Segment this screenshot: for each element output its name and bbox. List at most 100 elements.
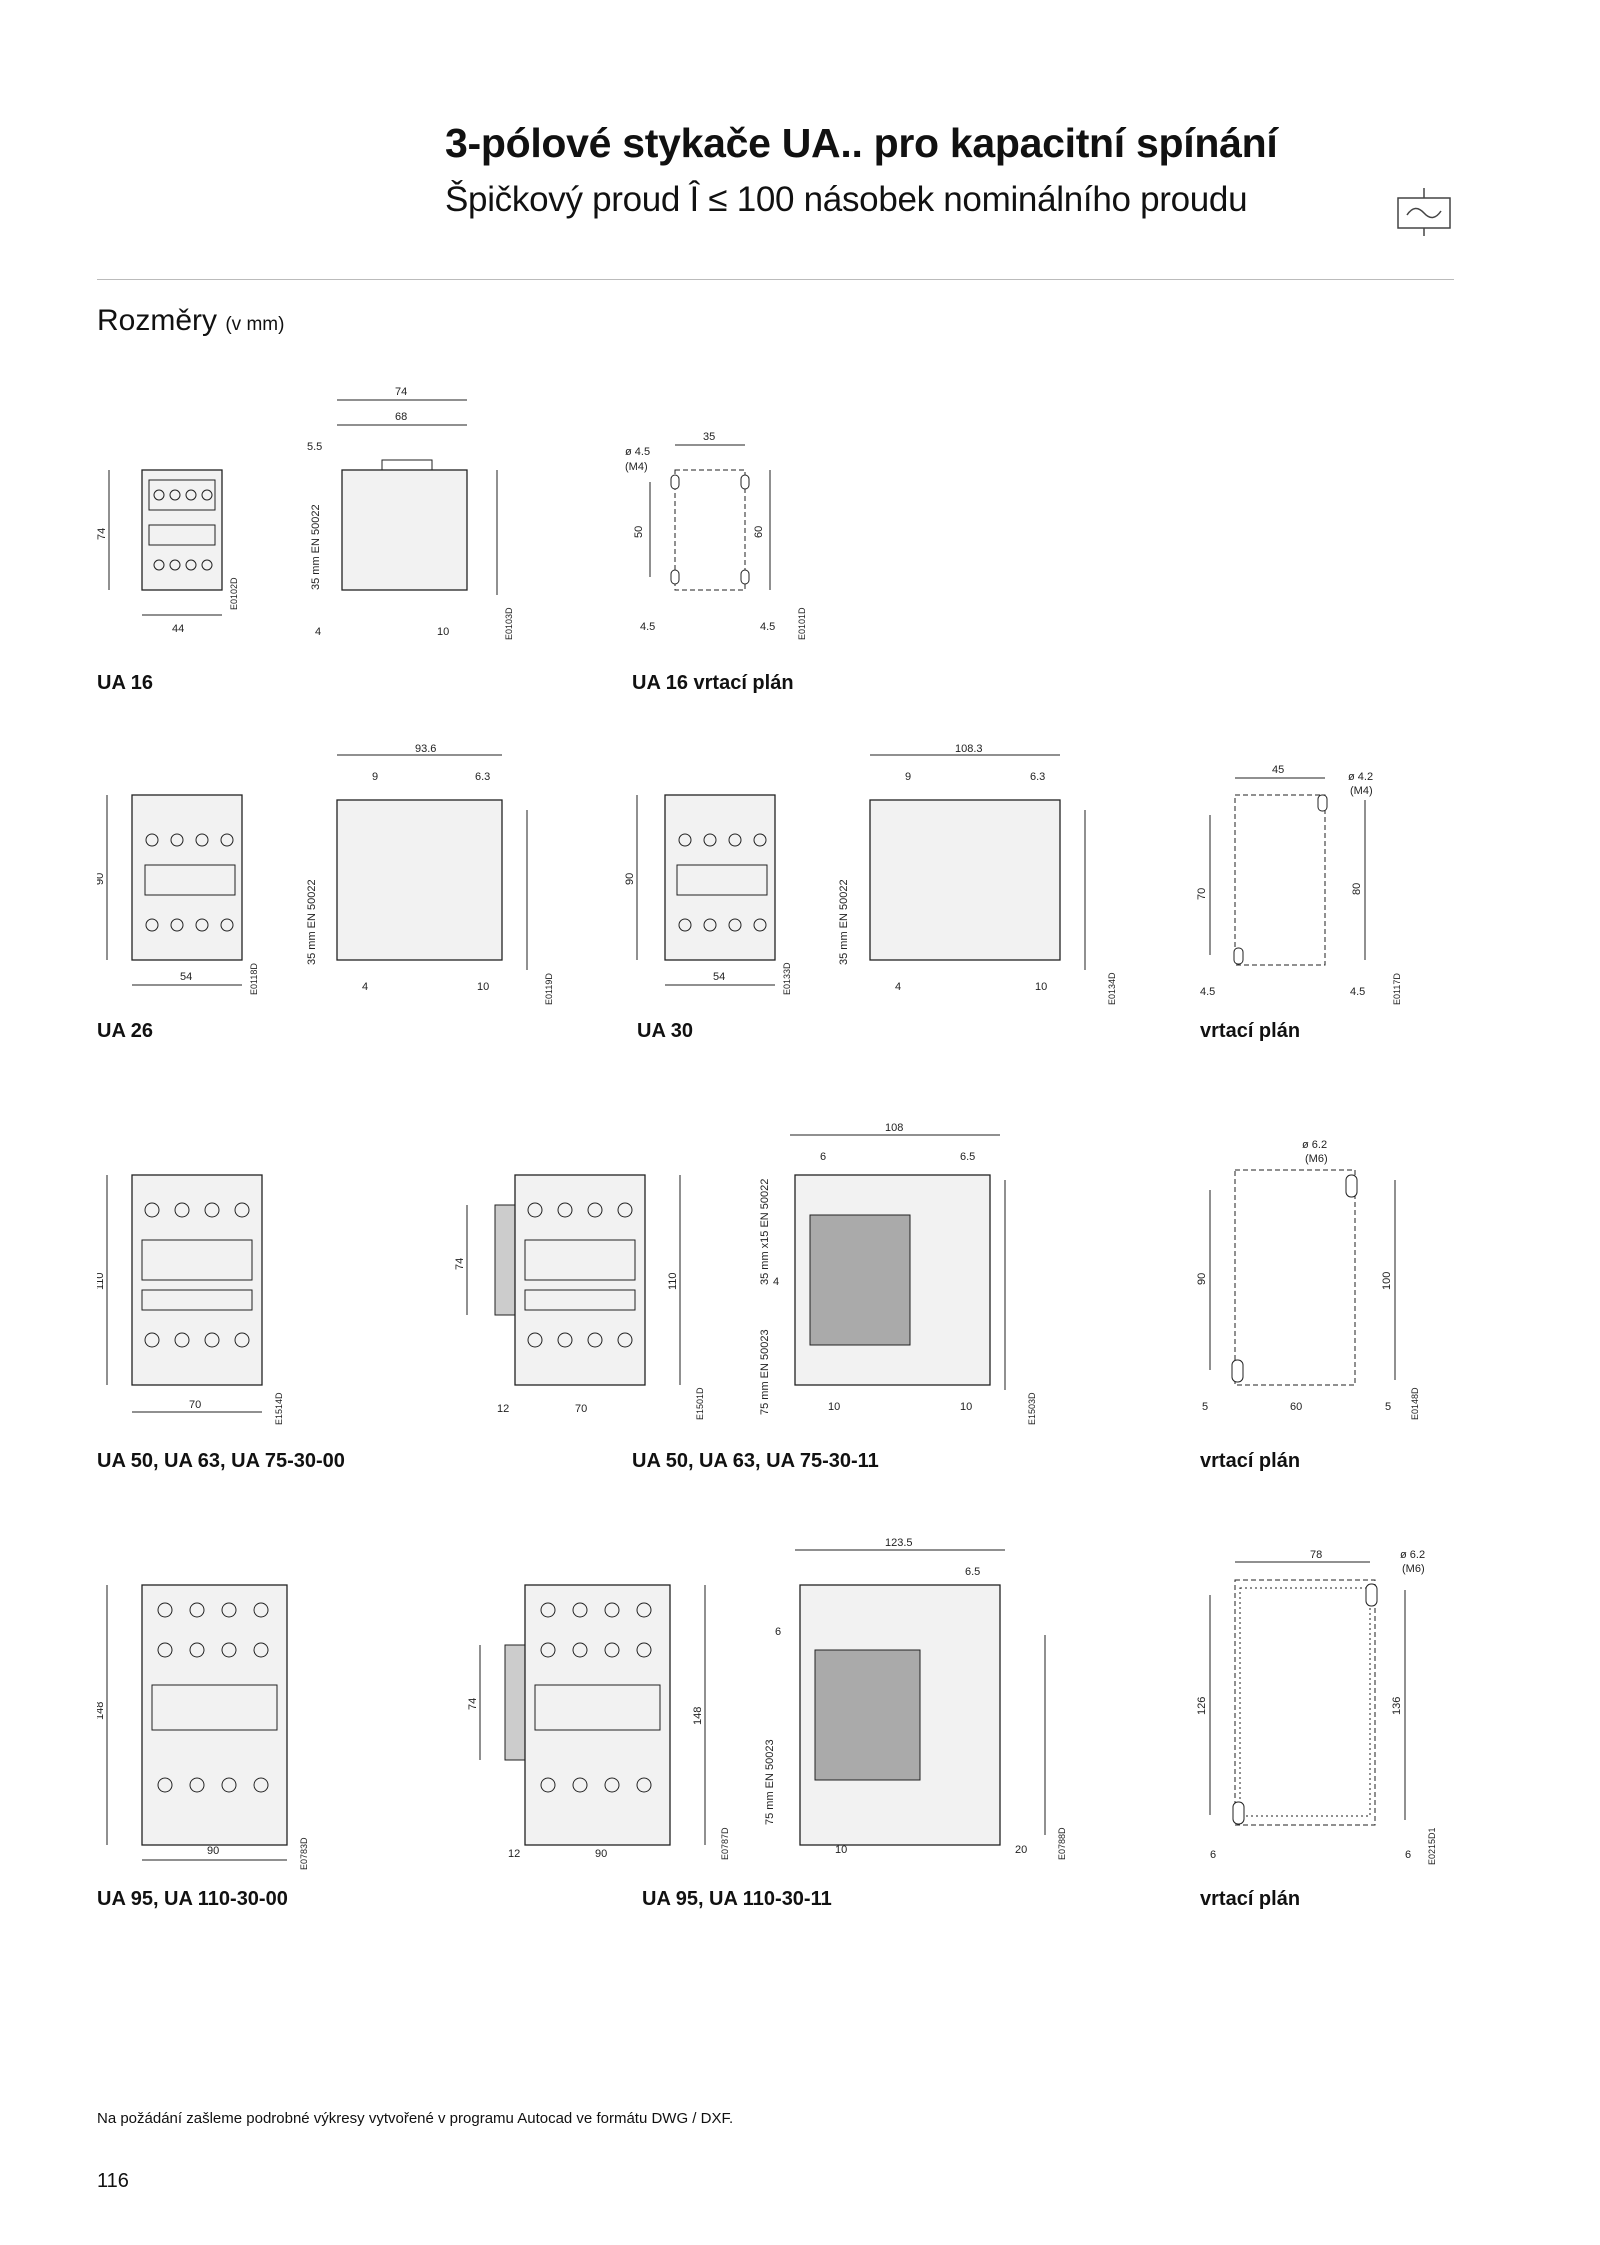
- svg-text:4.5: 4.5: [1350, 986, 1365, 998]
- svg-text:5: 5: [1385, 1401, 1391, 1413]
- figure-drill-plan-4: 78 ø 6.2 (M6) 126 136 6 6 E0215D1: [1190, 1540, 1440, 1870]
- svg-text:E0787D: E0787D: [720, 1827, 730, 1860]
- footnote: Na požádání zašleme podrobné výkresy vyt…: [97, 2110, 734, 2127]
- svg-text:ø 6.2: ø 6.2: [1302, 1139, 1327, 1151]
- svg-text:12: 12: [497, 1403, 509, 1415]
- svg-text:110: 110: [667, 1272, 679, 1290]
- svg-text:136: 136: [1391, 1697, 1403, 1715]
- svg-text:12: 12: [508, 1848, 520, 1860]
- svg-text:74: 74: [395, 386, 407, 398]
- svg-text:54: 54: [713, 971, 725, 983]
- svg-text:123.5: 123.5: [885, 1537, 913, 1549]
- figure-ua95-11: 74 148 12 90 E0787D 123.5 6.5 6 10 20 75…: [460, 1535, 1080, 1875]
- svg-text:35 mm x15 EN 50022: 35 mm x15 EN 50022: [759, 1179, 771, 1285]
- svg-text:10: 10: [828, 1401, 840, 1413]
- svg-text:74: 74: [97, 528, 108, 540]
- svg-text:E0119D: E0119D: [544, 973, 554, 1005]
- svg-text:6: 6: [775, 1626, 781, 1638]
- svg-text:75 mm EN 50023: 75 mm EN 50023: [759, 1329, 771, 1415]
- figure-caption: UA 95, UA 110-30-11: [642, 1888, 832, 1910]
- svg-text:6: 6: [1210, 1849, 1216, 1861]
- svg-text:110: 110: [97, 1272, 106, 1290]
- svg-text:E0788D: E0788D: [1057, 1827, 1067, 1860]
- figure-caption: UA 50, UA 63, UA 75-30-00: [97, 1450, 345, 1472]
- svg-text:35 mm EN 50022: 35 mm EN 50022: [310, 504, 322, 590]
- svg-text:E0118D: E0118D: [249, 963, 259, 995]
- svg-text:E1503D: E1503D: [1027, 1392, 1037, 1425]
- svg-text:E0133D: E0133D: [782, 962, 792, 995]
- svg-text:108.3: 108.3: [955, 743, 983, 755]
- svg-text:(M6): (M6): [1305, 1153, 1328, 1165]
- figure-ua16-drill: 35 ø 4.5 (M4) 50 60 4.5 4.5 E0101D: [620, 420, 820, 650]
- figure-caption: UA 16 vrtací plán: [632, 672, 794, 694]
- svg-text:148: 148: [692, 1707, 704, 1725]
- svg-text:E1514D: E1514D: [274, 1392, 284, 1425]
- svg-text:90: 90: [595, 1848, 607, 1860]
- svg-text:4.5: 4.5: [760, 621, 775, 633]
- svg-text:20: 20: [1015, 1844, 1027, 1856]
- figure-caption: UA 30: [637, 1020, 693, 1042]
- svg-text:(M4): (M4): [625, 461, 648, 473]
- svg-text:35 mm EN 50022: 35 mm EN 50022: [838, 879, 850, 965]
- svg-text:E1501D: E1501D: [695, 1387, 705, 1420]
- svg-text:E0148D: E0148D: [1410, 1387, 1420, 1420]
- svg-text:9: 9: [905, 771, 911, 783]
- figure-drill-plan-3: ø 6.2 (M6) 90 100 5 60 5 E0148D: [1190, 1130, 1430, 1430]
- svg-text:4: 4: [773, 1276, 779, 1288]
- svg-text:5.5: 5.5: [307, 441, 322, 453]
- svg-text:5: 5: [1202, 1401, 1208, 1413]
- svg-text:60: 60: [753, 526, 765, 538]
- svg-text:35 mm EN 50022: 35 mm EN 50022: [306, 879, 318, 965]
- svg-text:(M4): (M4): [1350, 785, 1373, 797]
- svg-text:44: 44: [172, 623, 184, 635]
- svg-text:93.6: 93.6: [415, 743, 436, 755]
- svg-text:90: 90: [97, 873, 106, 885]
- svg-text:80: 80: [1351, 883, 1363, 895]
- svg-text:6: 6: [1405, 1849, 1411, 1861]
- svg-text:10: 10: [835, 1844, 847, 1856]
- svg-text:ø 4.5: ø 4.5: [625, 446, 650, 458]
- svg-text:70: 70: [1196, 888, 1208, 900]
- svg-text:9: 9: [372, 771, 378, 783]
- svg-text:60: 60: [1290, 1401, 1302, 1413]
- figure-caption: vrtací plán: [1200, 1888, 1301, 1910]
- svg-text:4: 4: [895, 981, 901, 993]
- svg-text:E0101D: E0101D: [797, 607, 807, 640]
- svg-text:35: 35: [703, 431, 715, 443]
- figure-ua95-00: 148 90 E0783D: [97, 1570, 327, 1880]
- header-divider: [97, 279, 1454, 280]
- svg-text:ø 4.2: ø 4.2: [1348, 771, 1373, 783]
- svg-text:100: 100: [1381, 1272, 1393, 1290]
- svg-text:E0134D: E0134D: [1107, 972, 1117, 1005]
- capacitor-ac-icon: [1395, 188, 1455, 241]
- svg-text:126: 126: [1196, 1697, 1208, 1715]
- svg-text:50: 50: [633, 526, 645, 538]
- svg-text:108: 108: [885, 1122, 903, 1134]
- svg-text:10: 10: [960, 1401, 972, 1413]
- svg-text:E0215D1: E0215D1: [1427, 1827, 1437, 1865]
- svg-text:74: 74: [455, 1258, 466, 1270]
- svg-text:6.5: 6.5: [960, 1151, 975, 1163]
- svg-text:74: 74: [467, 1698, 479, 1710]
- figure-caption: UA 95, UA 110-30-00: [97, 1888, 288, 1910]
- svg-text:6.3: 6.3: [475, 771, 490, 783]
- page-title: 3-pólové stykače UA.. pro kapacitní spín…: [445, 120, 1278, 166]
- svg-text:70: 70: [189, 1399, 201, 1411]
- svg-text:10: 10: [1035, 981, 1047, 993]
- svg-text:6: 6: [820, 1151, 826, 1163]
- svg-text:4: 4: [315, 626, 321, 638]
- svg-text:6.3: 6.3: [1030, 771, 1045, 783]
- figure-caption: UA 50, UA 63, UA 75-30-11: [632, 1450, 879, 1472]
- figure-caption: UA 16: [97, 672, 153, 694]
- svg-text:E0103D: E0103D: [504, 607, 514, 640]
- svg-text:6.5: 6.5: [965, 1566, 980, 1578]
- svg-text:10: 10: [437, 626, 449, 638]
- svg-text:4: 4: [362, 981, 368, 993]
- svg-text:10: 10: [477, 981, 489, 993]
- figure-caption: vrtací plán: [1200, 1020, 1301, 1042]
- figure-ua16-front: 74 44 E0102D 74 68 5.5 4 10 35 mm EN 500…: [97, 380, 517, 650]
- section-title: Rozměry (v mm): [97, 304, 285, 337]
- svg-text:4.5: 4.5: [640, 621, 655, 633]
- svg-text:ø 6.2: ø 6.2: [1400, 1549, 1425, 1561]
- svg-text:68: 68: [395, 411, 407, 423]
